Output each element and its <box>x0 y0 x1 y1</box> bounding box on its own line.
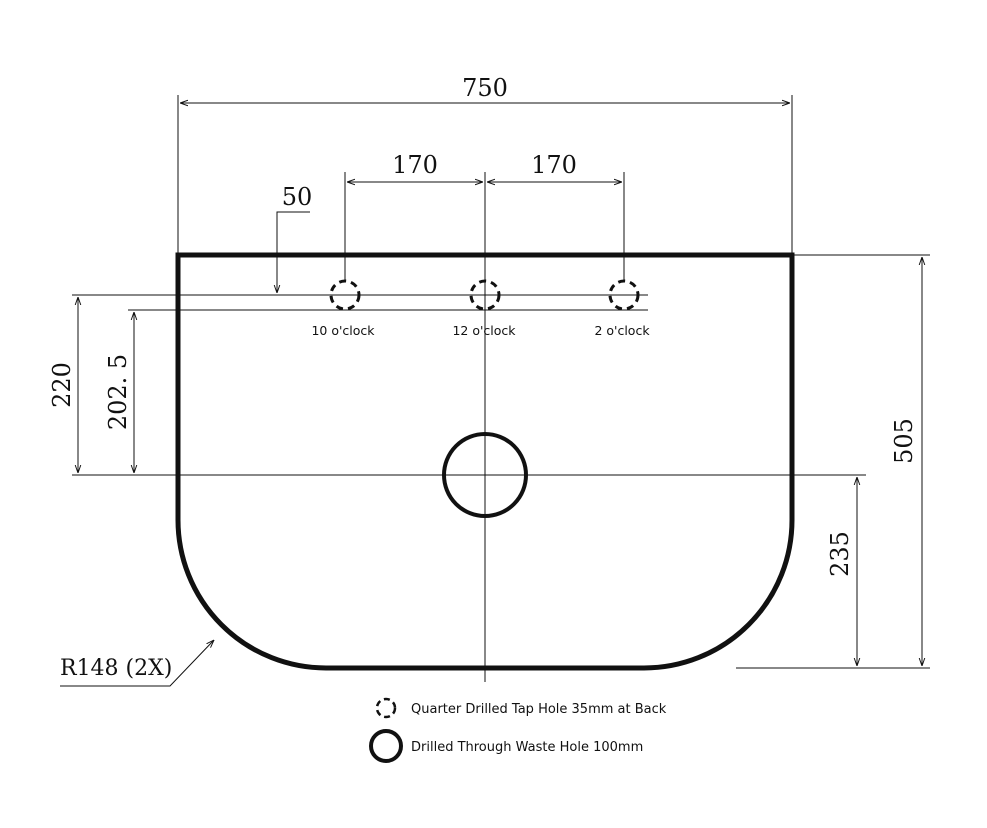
tap-hole-center <box>469 279 501 311</box>
tap-label-left: 10 o'clock <box>311 323 375 338</box>
leader-50 <box>277 211 310 293</box>
dim-tap-spacing-right: 170 <box>531 151 577 179</box>
dim-waste-from-front: 235 <box>826 531 854 577</box>
leader-radius <box>60 640 214 687</box>
tap-label-right: 2 o'clock <box>594 323 650 338</box>
legend-tap-icon <box>375 697 397 719</box>
dim-tap-spacing-left: 170 <box>392 151 438 179</box>
waste-hole <box>442 432 528 518</box>
basin-outline <box>175 252 795 671</box>
dim-corner-radius: R148 (2X) <box>60 656 172 681</box>
dim-tap-to-waste-inner: 202. 5 <box>104 354 132 430</box>
dim-tap-offset: 50 <box>282 183 313 211</box>
dim-tap-to-waste: 220 <box>48 362 76 408</box>
dim-depth: 505 <box>890 418 918 464</box>
legend-waste-text: Drilled Through Waste Hole 100mm <box>411 740 643 755</box>
dim-overall-width: 750 <box>462 74 508 102</box>
legend-tap-text: Quarter Drilled Tap Hole 35mm at Back <box>411 702 667 717</box>
tap-label-center: 12 o'clock <box>452 323 516 338</box>
legend-waste-icon <box>369 729 403 763</box>
